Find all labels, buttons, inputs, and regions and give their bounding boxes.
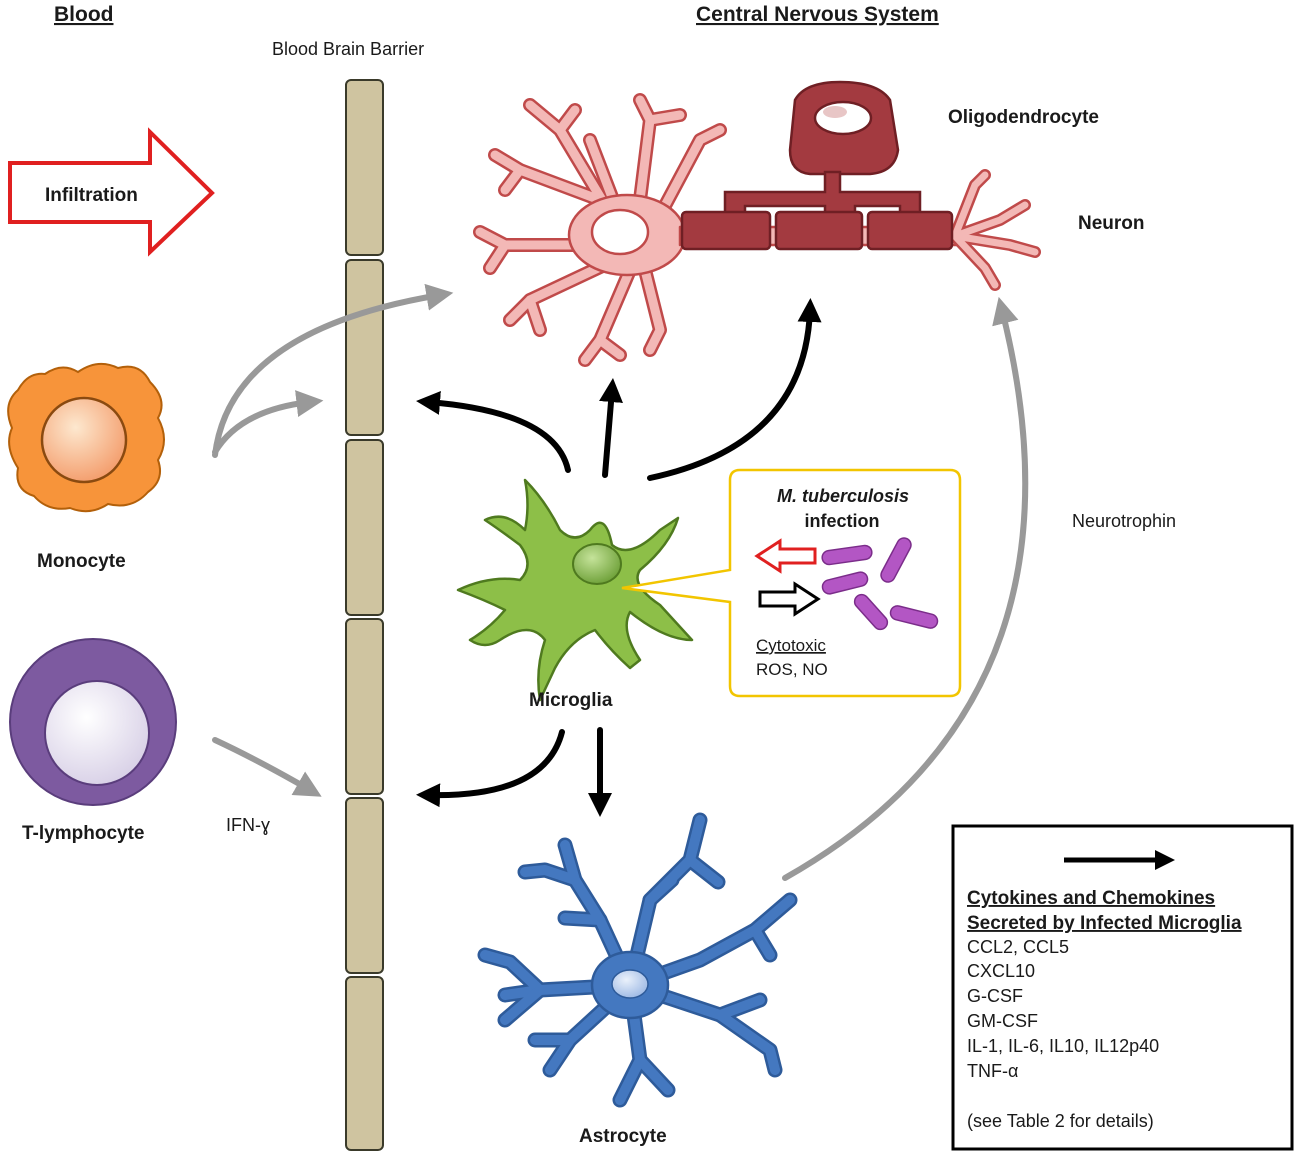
barrier-block [345, 79, 384, 256]
bacillus [821, 571, 869, 595]
red-hollow-arrow [754, 538, 817, 574]
myelin-sheath [680, 210, 772, 251]
ifn-gamma-label: IFN-ɣ [226, 815, 270, 835]
cytotoxic-label: Cytotoxic [756, 636, 826, 655]
legend-item: CCL2, CCL5 [967, 937, 1069, 957]
astrocyte-nucleus [611, 969, 649, 999]
infection-title-rest: infection [805, 511, 880, 531]
oligodendrocyte-label: Oligodendrocyte [948, 107, 1099, 128]
microglia-nucleus [572, 543, 622, 585]
monocyte-nucleus [40, 396, 128, 484]
infiltration-arrow: Infiltration [8, 127, 215, 257]
bacillus [880, 537, 912, 583]
legend-item: TNF-α [967, 1061, 1018, 1081]
microglia-to-barrier-upper-arrow [416, 390, 571, 473]
legend-item: GM-CSF [967, 1011, 1038, 1031]
astrocyte-label: Astrocyte [579, 1126, 667, 1147]
t-lymphocyte-to-barrier-arrow [212, 737, 322, 797]
ros-no-label: ROS, NO [756, 660, 828, 679]
neurotrophin-label: Neurotrophin [1072, 511, 1176, 531]
barrier-block [345, 259, 384, 436]
microglia-to-oligodendrocyte-arrow [647, 298, 822, 481]
monocyte-label: Monocyte [37, 551, 126, 572]
bbb-label: Blood Brain Barrier [272, 39, 424, 59]
microglia-label: Microglia [529, 690, 613, 711]
bacillus [821, 544, 873, 566]
myelin-sheath [774, 210, 864, 251]
mycobacteria [821, 537, 939, 631]
neuron-cell [473, 93, 1041, 367]
legend-note: (see Table 2 for details) [967, 1111, 1154, 1131]
legend-item: CXCL10 [967, 961, 1035, 981]
legend-item: IL-1, IL-6, IL10, IL12p40 [967, 1036, 1159, 1056]
myelin-sheath [866, 210, 954, 251]
neurotrophin-arrow [782, 296, 1029, 881]
bacillus [853, 593, 889, 631]
barrier-block [345, 618, 384, 795]
legend-heading-line2: Secreted by Infected Microglia [967, 913, 1242, 934]
infection-callout: M. tuberculosis infection Cytotoxic ROS,… [621, 468, 962, 698]
blood-header: Blood [54, 3, 113, 26]
black-hollow-arrow [758, 581, 821, 617]
legend-item: G-CSF [967, 986, 1023, 1006]
monocyte-cell: Monocyte [7, 362, 165, 572]
bacillus [889, 605, 939, 629]
barrier-block [345, 439, 384, 616]
microglia-to-barrier-lower-arrow [416, 729, 565, 808]
cns-header: Central Nervous System [696, 3, 939, 26]
barrier-block [345, 797, 384, 974]
neuron-label: Neuron [1078, 213, 1145, 234]
infection-title-italic: M. tuberculosis [777, 486, 909, 506]
astrocyte-cell: Astrocyte [477, 812, 798, 1147]
t-lymphocyte-label: T-lymphocyte [22, 823, 144, 844]
microglia-cell: Microglia [456, 478, 694, 711]
monocyte-to-barrier-arrow [212, 390, 324, 455]
neuron-nucleus [590, 208, 650, 256]
monocyte-infiltration-arrow [212, 283, 454, 458]
oligodendrocyte-cell [680, 80, 954, 251]
infiltration-label: Infiltration [45, 185, 138, 206]
t-lymphocyte-cell: T-lymphocyte [9, 638, 177, 844]
cytokine-legend: Cytokines and Chemokines Secreted by Inf… [951, 824, 1294, 1151]
legend-heading-line1: Cytokines and Chemokines [967, 888, 1215, 909]
barrier-block [345, 976, 384, 1151]
blood-brain-barrier [345, 79, 384, 1151]
microglia-to-neuron-arrow [599, 378, 623, 478]
t-lymphocyte-nucleus [44, 680, 150, 786]
